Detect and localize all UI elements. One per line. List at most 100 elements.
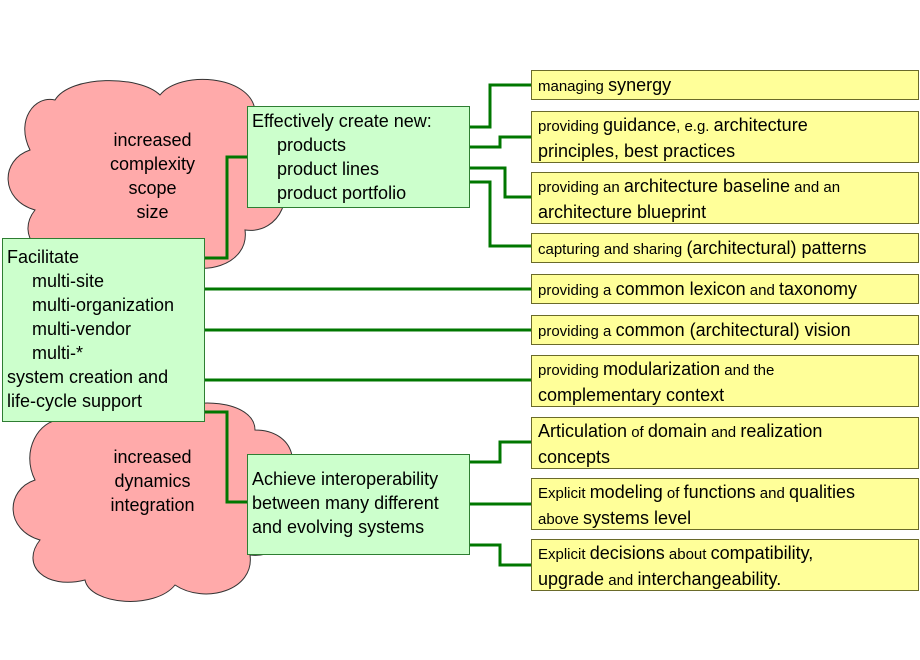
facilitate-box-title: Facilitate bbox=[7, 247, 80, 267]
benefit-line: providing a common (architectural) visio… bbox=[532, 318, 918, 344]
connector-create-to-baseline bbox=[470, 166, 531, 199]
benefit-text: guidance bbox=[603, 115, 677, 135]
interop-box-line: between many different bbox=[252, 493, 439, 513]
facilitate-box-item: multi-* bbox=[32, 343, 84, 363]
benefit-text: of bbox=[627, 424, 648, 441]
benefit-line: providing an architecture baseline and a… bbox=[532, 174, 918, 200]
benefit-line: above systems level bbox=[532, 506, 918, 532]
benefit-text: Explicit bbox=[538, 546, 590, 563]
benefit-line: providing a common lexicon and taxonomy bbox=[532, 277, 918, 303]
benefit-text: providing a bbox=[538, 282, 616, 299]
benefit-line: Explicit decisions about compatibility, bbox=[532, 541, 918, 567]
cloud-top-line: increased bbox=[113, 130, 192, 150]
facilitate-box-item: multi-site bbox=[32, 271, 105, 291]
cloud-bottom-line: integration bbox=[110, 495, 195, 515]
cloud-top-line: complexity bbox=[109, 154, 196, 174]
cloud-bottom-line: increased bbox=[113, 447, 192, 467]
benefit-text: providing bbox=[538, 362, 604, 379]
interop-box-line: and evolving systems bbox=[252, 517, 425, 537]
benefit-text: architecture baseline bbox=[623, 176, 791, 196]
benefit-line: providing guidance, e.g. architecture bbox=[532, 113, 918, 139]
benefit-text: modeling bbox=[589, 482, 663, 502]
connector-interop-to-articulation bbox=[470, 440, 531, 464]
benefit-text: common (architectural) vision bbox=[615, 320, 851, 340]
benefit-text: above bbox=[538, 511, 584, 528]
benefit-text: realization bbox=[740, 421, 823, 441]
benefit-text: (architectural) patterns bbox=[686, 238, 867, 258]
connector-interop-to-decisions bbox=[470, 543, 531, 567]
benefit-line: principles, best practices bbox=[532, 139, 918, 165]
interop-box: Achieve interoperability between many di… bbox=[247, 454, 470, 555]
benefit-line: managing synergy bbox=[532, 73, 918, 99]
benefit-text: and bbox=[745, 282, 779, 299]
benefit-line: capturing and sharing (architectural) pa… bbox=[532, 236, 918, 262]
connector-facilitate-to-create bbox=[205, 155, 247, 260]
benefit-box: providing a common lexicon and taxonomy bbox=[531, 274, 919, 304]
benefit-text: compatibility, bbox=[710, 543, 814, 563]
connector-create-to-patterns bbox=[470, 180, 531, 248]
connector-lines bbox=[205, 83, 531, 567]
benefit-text: domain bbox=[647, 421, 707, 441]
create-box-item: products bbox=[277, 135, 347, 155]
benefit-text: Articulation bbox=[538, 421, 628, 441]
benefit-text: providing an bbox=[538, 179, 624, 196]
benefit-text: providing a bbox=[538, 323, 616, 340]
benefit-text: and bbox=[706, 424, 741, 441]
cloud-top-text: increased complexity scope size bbox=[90, 128, 215, 224]
benefit-text: interchangeability. bbox=[637, 569, 782, 589]
benefit-text: taxonomy bbox=[779, 279, 858, 299]
benefit-line: Articulation of domain and realization bbox=[532, 419, 918, 445]
benefit-text: common lexicon bbox=[615, 279, 746, 299]
benefit-text: functions bbox=[683, 482, 756, 502]
cloud-top-line: size bbox=[136, 202, 169, 222]
benefit-box: providing an architecture baseline and a… bbox=[531, 172, 919, 224]
benefit-text: about bbox=[664, 546, 711, 563]
facilitate-box-footer: system creation and bbox=[7, 367, 169, 387]
benefit-box: providing a common (architectural) visio… bbox=[531, 315, 919, 345]
benefit-text: concepts bbox=[538, 447, 611, 467]
connector-facilitate-to-interop bbox=[205, 410, 247, 504]
benefit-line: upgrade and interchangeability. bbox=[532, 567, 918, 593]
benefit-text: Explicit bbox=[538, 485, 590, 502]
benefit-text: architecture bbox=[713, 115, 808, 135]
benefit-text: and bbox=[755, 485, 790, 502]
benefit-line: providing modularization and the bbox=[532, 357, 918, 383]
benefit-text: and the bbox=[720, 362, 775, 379]
facilitate-box: Facilitate multi-site multi-organization… bbox=[2, 238, 205, 422]
benefit-box: managing synergy bbox=[531, 70, 919, 100]
benefit-text: modularization bbox=[603, 359, 721, 379]
benefit-text: managing bbox=[538, 78, 609, 95]
create-box-item: product lines bbox=[277, 159, 380, 179]
benefit-text: systems level bbox=[583, 508, 692, 528]
benefit-text: principles, best practices bbox=[538, 141, 736, 161]
benefit-line: architecture blueprint bbox=[532, 200, 918, 226]
benefit-text: synergy bbox=[608, 75, 672, 95]
benefit-text: and bbox=[604, 572, 638, 589]
benefit-line: concepts bbox=[532, 445, 918, 471]
interop-box-line: Achieve interoperability bbox=[252, 469, 439, 489]
cloud-top-shape bbox=[7, 78, 291, 277]
benefit-text: architecture blueprint bbox=[538, 202, 707, 222]
cloud-bottom-shape bbox=[12, 400, 293, 602]
benefit-text: upgrade bbox=[538, 569, 605, 589]
benefit-text: providing bbox=[538, 118, 604, 135]
benefit-line: complementary context bbox=[532, 383, 918, 409]
benefit-text: of bbox=[662, 485, 684, 502]
benefit-line: Explicit modeling of functions and quali… bbox=[532, 480, 918, 506]
facilitate-box-item: multi-organization bbox=[32, 295, 175, 315]
facilitate-box-footer: life-cycle support bbox=[7, 391, 143, 411]
connector-create-to-guidance bbox=[470, 135, 531, 149]
facilitate-box-item: multi-vendor bbox=[32, 319, 132, 339]
connector-create-to-synergy bbox=[470, 83, 531, 129]
benefit-box: capturing and sharing (architectural) pa… bbox=[531, 233, 919, 263]
benefit-text: and an bbox=[790, 179, 841, 196]
benefit-text: , e.g. bbox=[676, 118, 714, 135]
benefit-text: capturing and sharing bbox=[538, 241, 687, 258]
create-box: Effectively create new: products product… bbox=[247, 106, 470, 208]
cloud-bottom-text: increased dynamics integration bbox=[90, 445, 215, 517]
benefit-text: qualities bbox=[789, 482, 856, 502]
